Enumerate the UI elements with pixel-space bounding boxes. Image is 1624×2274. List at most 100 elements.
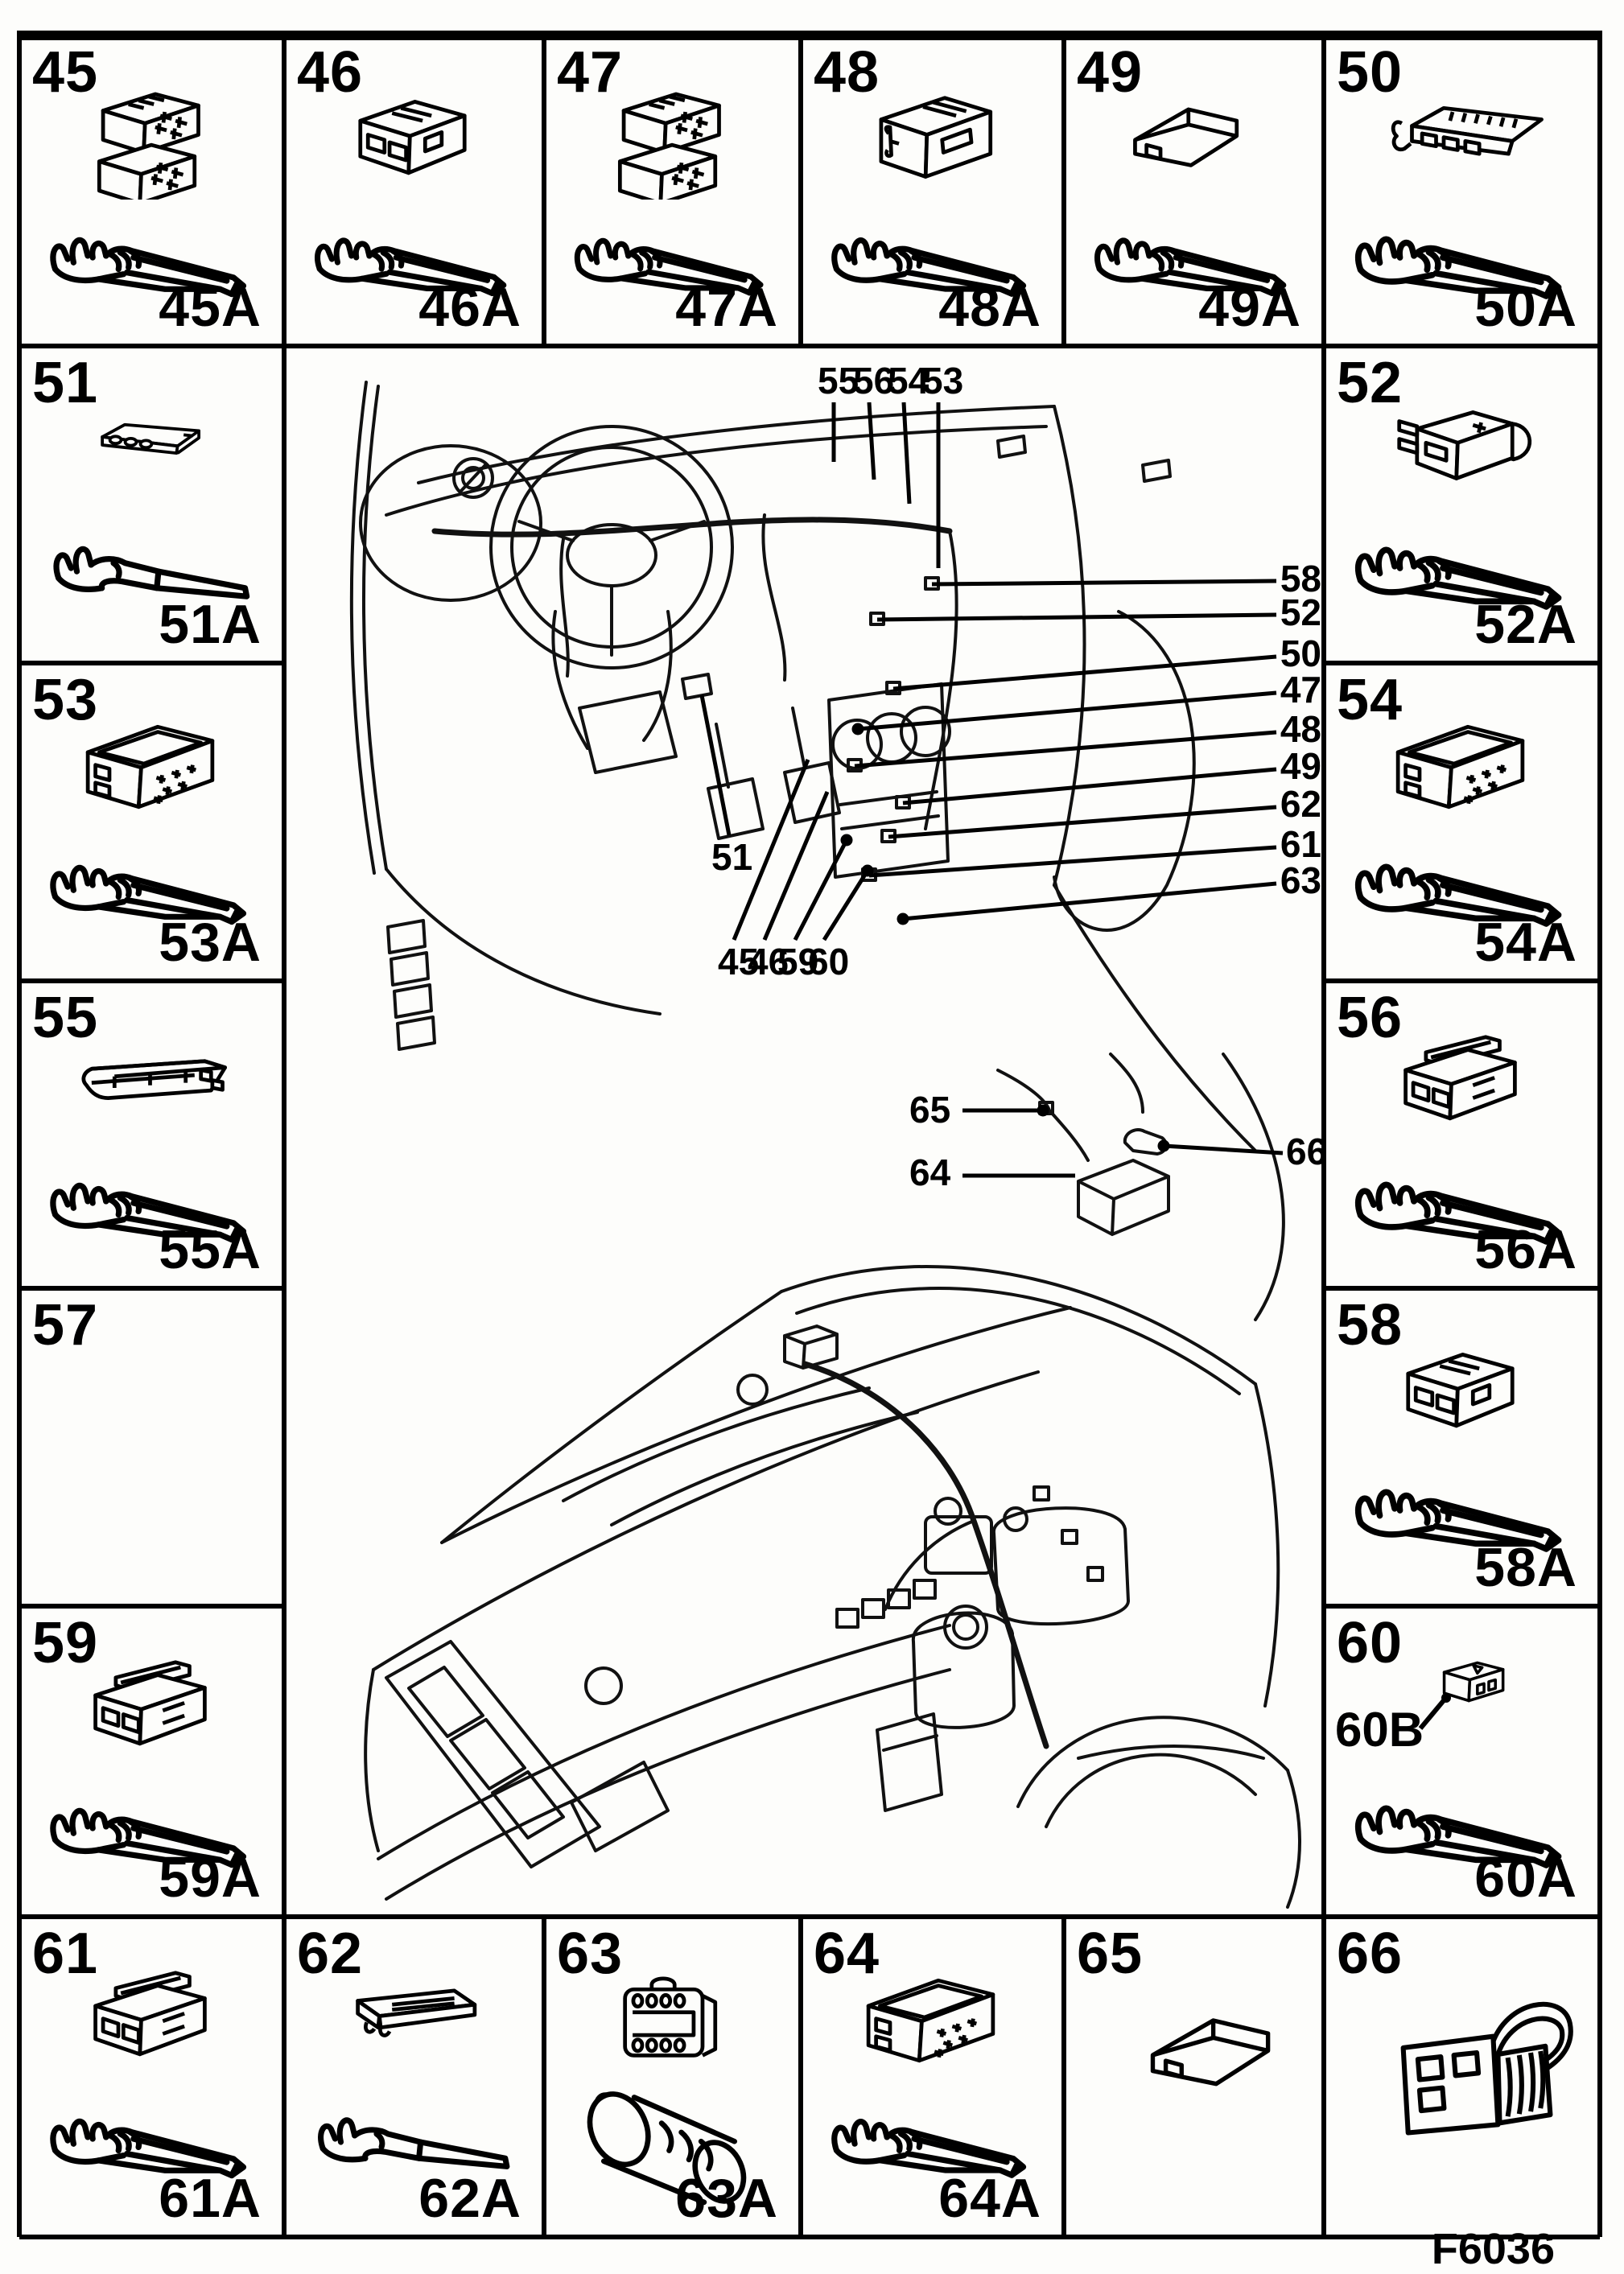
part-number: 47 bbox=[557, 40, 624, 105]
grid-line bbox=[17, 346, 22, 1917]
callout-60: 60 bbox=[808, 941, 850, 983]
grid-line bbox=[1321, 346, 1326, 1917]
part-suffix-label: 58A bbox=[1474, 1537, 1577, 1598]
part-number: 55 bbox=[32, 986, 99, 1050]
part-number: 62 bbox=[297, 1922, 364, 1986]
connector-icon bbox=[1354, 79, 1566, 200]
part-cell-61: 61 61A bbox=[19, 1917, 284, 2237]
callout-46: 46 bbox=[748, 941, 789, 983]
part-number: 57 bbox=[32, 1293, 99, 1357]
part-suffix-label: 47A bbox=[675, 277, 778, 338]
part-suffix-label: 60A bbox=[1474, 1848, 1577, 1909]
part-cell-50: 50 50A bbox=[1324, 35, 1600, 346]
grid-line bbox=[798, 31, 803, 346]
grid-line bbox=[282, 31, 286, 346]
part-suffix-label: 56A bbox=[1474, 1219, 1577, 1280]
car-illustration bbox=[364, 1265, 1301, 1909]
dashboard-illustration bbox=[349, 381, 1285, 1321]
connector-icon bbox=[1354, 707, 1566, 827]
grid-line bbox=[1324, 1604, 1600, 1609]
part-cell-66: 66 bbox=[1324, 1917, 1600, 2237]
grid-line bbox=[1321, 31, 1326, 346]
callout-48: 48 bbox=[1280, 708, 1321, 750]
callout-56: 56 bbox=[853, 360, 895, 402]
callout-52: 52 bbox=[1280, 591, 1321, 633]
connector-icon bbox=[831, 1960, 1030, 2081]
grid-line bbox=[1321, 1917, 1326, 2237]
connector-icon bbox=[315, 1960, 510, 2081]
grid-line bbox=[1597, 31, 1602, 346]
grid-line bbox=[19, 2235, 1600, 2239]
pointer-arrow-60B bbox=[1418, 1693, 1451, 1730]
callout-59: 59 bbox=[777, 941, 819, 983]
part-suffix-label: 48A bbox=[938, 277, 1041, 338]
connector-icon bbox=[50, 1960, 250, 2081]
part-cell-64: 64 64A bbox=[801, 1917, 1064, 2237]
grid-line bbox=[19, 1286, 284, 1291]
part-number: 48 bbox=[814, 40, 880, 105]
grid-line bbox=[1324, 661, 1600, 665]
part-number: 52 bbox=[1337, 351, 1403, 415]
connector-icon bbox=[315, 79, 510, 200]
grid-line bbox=[19, 1604, 284, 1609]
part-number: 60 bbox=[1337, 1611, 1403, 1675]
part-number: 61 bbox=[32, 1922, 99, 1986]
part-number: 54 bbox=[1337, 668, 1403, 732]
part-suffix-label: 59A bbox=[159, 1848, 262, 1909]
part-cell-62: 62 62A bbox=[284, 1917, 544, 2237]
callout-65: 65 bbox=[909, 1089, 951, 1131]
part-suffix-label: 62A bbox=[418, 2168, 521, 2229]
connector-icon bbox=[1117, 1986, 1318, 2123]
grid-line bbox=[1324, 1286, 1600, 1291]
callout-50: 50 bbox=[1280, 632, 1321, 674]
part-cell-48: 48 48A bbox=[801, 35, 1064, 346]
connector-icon bbox=[50, 707, 250, 827]
grid-line bbox=[542, 1917, 546, 2237]
part-number: 59 bbox=[32, 1611, 99, 1675]
part-sublabel-60B: 60B bbox=[1335, 1703, 1424, 1757]
connector-icon bbox=[1354, 1332, 1566, 1452]
part-suffix-label: 50A bbox=[1474, 277, 1577, 338]
connector-icon bbox=[1354, 1024, 1566, 1145]
callout-58: 58 bbox=[1280, 558, 1321, 599]
part-number: 65 bbox=[1077, 1922, 1144, 1986]
grid-line bbox=[17, 1917, 22, 2237]
grid-line bbox=[798, 1917, 803, 2237]
part-suffix-label: 63A bbox=[675, 2168, 778, 2229]
part-cell-65: 65 bbox=[1064, 1917, 1324, 2237]
grid-line bbox=[282, 346, 286, 1917]
grid-line bbox=[19, 31, 1600, 40]
callout-61: 61 bbox=[1280, 823, 1321, 865]
grid-line bbox=[542, 31, 546, 346]
callout-51: 51 bbox=[711, 836, 753, 878]
connector-icon bbox=[101, 422, 201, 455]
connector-icon bbox=[50, 1650, 250, 1770]
part-suffix-label: 64A bbox=[938, 2168, 1041, 2229]
part-number: 51 bbox=[32, 351, 99, 415]
part-suffix-label: 61A bbox=[159, 2168, 262, 2229]
part-suffix-label: 46A bbox=[418, 277, 521, 338]
part-cell-59: 59 59A bbox=[19, 1606, 284, 1917]
grid-line bbox=[19, 978, 284, 983]
part-suffix-label: 53A bbox=[159, 912, 262, 973]
part-number: 50 bbox=[1337, 40, 1403, 105]
grid-line bbox=[1597, 346, 1602, 1917]
callout-47: 47 bbox=[1280, 669, 1321, 711]
part-suffix-label: 51A bbox=[159, 594, 262, 655]
callout-64: 64 bbox=[909, 1151, 951, 1193]
connector-icon bbox=[1369, 1965, 1581, 2142]
part-cell-57: 57 bbox=[19, 1288, 284, 1606]
connector-icon bbox=[1094, 79, 1290, 200]
part-number: 64 bbox=[814, 1922, 880, 1986]
